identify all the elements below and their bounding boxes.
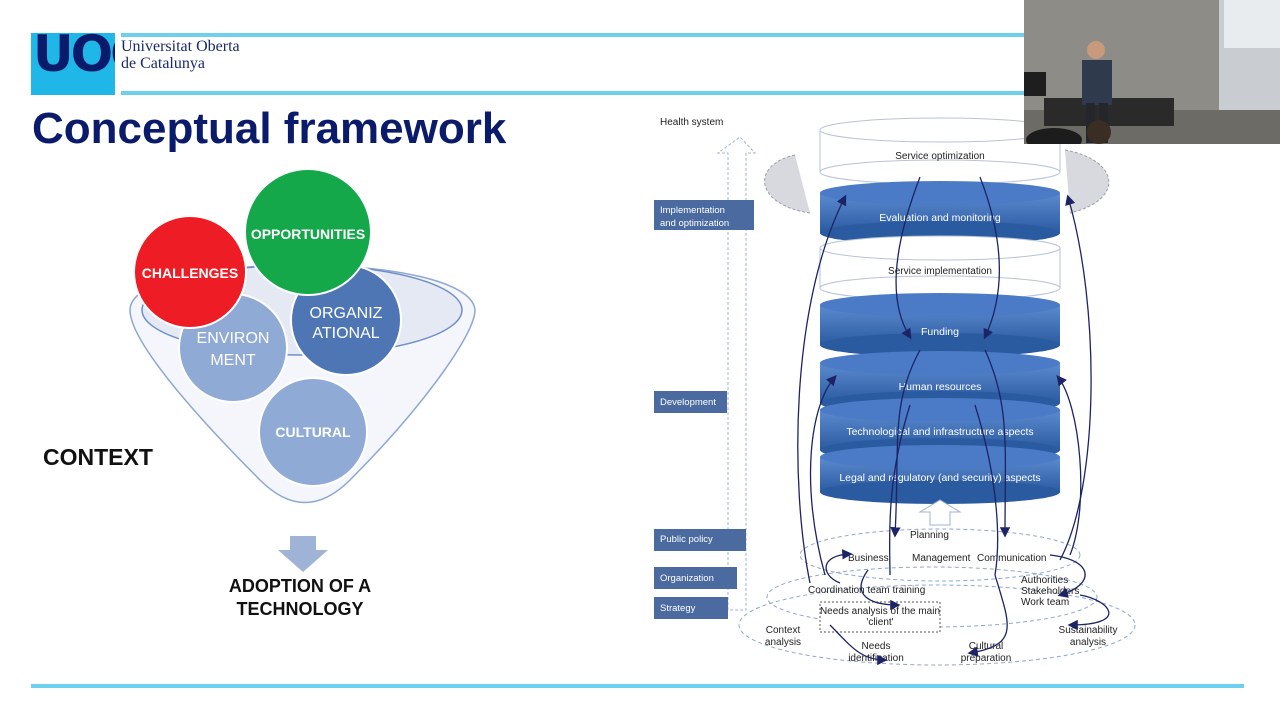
university-name-line2: de Catalunya [121, 55, 205, 72]
ring-1 [799, 528, 1081, 582]
layer-service-optimization-label: Service optimization [895, 151, 984, 162]
cultural-circle [258, 377, 368, 487]
ring3-context-1: Context [766, 625, 801, 636]
ring3-needs-1: Needs [862, 641, 891, 652]
ring2-coordination: Coordination team training [808, 585, 925, 596]
box-organization [654, 567, 737, 589]
box-strategy [654, 597, 728, 619]
box-development-label: Development [660, 397, 716, 408]
layer-funding-label: Funding [921, 326, 959, 338]
cycle-arrow-left [764, 154, 811, 214]
box-implementation [654, 200, 754, 230]
layer-funding: Funding [820, 293, 1060, 357]
university-name-line1: Universitat Oberta [121, 38, 240, 55]
ring-2 [766, 566, 1098, 628]
layer-service-optimization: Service optimization [819, 117, 1061, 185]
adoption-arrow-icon [278, 536, 328, 572]
ring1-communication: Communication [977, 553, 1046, 564]
header-top-rule [121, 33, 1024, 37]
ring3-sustainability-2: analysis [1070, 637, 1106, 648]
ring3-cultural-1: Cultural [969, 641, 1003, 652]
uoc-logo: UOC [31, 33, 115, 95]
box-development [654, 391, 727, 413]
box-implementation-line1: Implementation [660, 205, 725, 216]
funnel-diagram: ENVIRON MENT ORGANIZ ATIONAL CHALLENGES … [129, 168, 476, 504]
ring3-needs-2: identification [848, 653, 904, 664]
logo-lettering: UOC [33, 33, 115, 83]
environment-label-2: MENT [210, 352, 256, 369]
opportunities-label: OPPORTUNITIES [251, 226, 365, 242]
layer-legal: Legal and regulatory (and security) aspe… [820, 445, 1060, 504]
university-name: Universitat Oberta de Catalunya [121, 38, 240, 72]
ring3-sustainability-1: Sustainability [1059, 625, 1118, 636]
cycle-arrow-right [1064, 149, 1110, 214]
adoption-line1: ADOPTION OF A [228, 576, 372, 596]
ring2-work-team: Work team [1021, 597, 1069, 608]
speaker-video-scene [1024, 0, 1280, 144]
adoption-line2: TECHNOLOGY [236, 599, 364, 619]
cultural-label: CULTURAL [275, 424, 351, 440]
layer-evaluation-label: Evaluation and monitoring [879, 212, 1001, 224]
context-label: CONTEXT [43, 444, 153, 470]
ring3-context-2: analysis [765, 637, 801, 648]
organizational-label-1: ORGANIZ [310, 305, 383, 322]
environment-label-1: ENVIRON [197, 330, 270, 347]
needs-analysis-box [819, 601, 941, 633]
header-bottom-rule [121, 91, 1024, 95]
box-strategy-label: Strategy [660, 603, 696, 614]
box-organization-label: Organization [660, 573, 714, 584]
challenges-circle [133, 215, 247, 329]
layer-legal-label: Legal and regulatory (and security) aspe… [839, 472, 1040, 484]
box-public-policy-label: Public policy [660, 534, 713, 545]
ring2-stakeholders: Stakeholders [1021, 586, 1079, 597]
needs-analysis-line2: 'client' [866, 617, 893, 628]
planning-arrow-icon [918, 499, 962, 526]
needs-analysis-line1: Needs analysis of the main [820, 606, 940, 617]
layer-service-implementation-label: Service implementation [888, 266, 992, 277]
layer-service-implementation: Service implementation [819, 235, 1061, 301]
ring1-management: Management [912, 553, 971, 564]
footer-rule [31, 684, 1244, 688]
planning-label: Planning [910, 530, 949, 541]
flow-arrows [797, 176, 1110, 666]
organizational-label-2: ATIONAL [312, 325, 379, 342]
layer-evaluation: Evaluation and monitoring [820, 181, 1060, 245]
slide-title: Conceptual framework [32, 104, 507, 153]
ring3-cultural-2: preparation [961, 653, 1012, 664]
layer-technological-label: Technological and infrastructure aspects [846, 426, 1033, 438]
box-public-policy [654, 529, 746, 551]
speaker-video [1024, 0, 1280, 144]
adoption-label: ADOPTION OF A TECHNOLOGY [205, 575, 395, 621]
health-system-label: Health system [660, 117, 723, 128]
ring1-business: Business [848, 553, 889, 564]
ring-3 [738, 584, 1136, 666]
ring2-authorities: Authorities [1021, 575, 1068, 586]
opportunities-circle [244, 168, 372, 296]
framework-diagram: Health system Implementation and optimiz… [654, 117, 1136, 666]
layer-human-resources-label: Human resources [899, 381, 982, 393]
box-implementation-line2: and optimization [660, 218, 729, 229]
challenges-label: CHALLENGES [142, 265, 238, 281]
